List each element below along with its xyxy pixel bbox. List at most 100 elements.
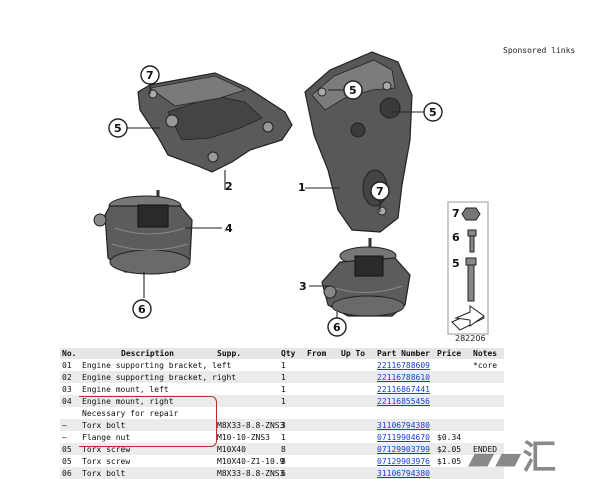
part-number-link[interactable]: 07129903799 (377, 444, 430, 454)
engine-mount-left-illustration (93, 190, 193, 275)
part-number-link[interactable]: 31106794380 (377, 468, 430, 478)
cell-from (305, 371, 339, 383)
cell-no: 01 (62, 360, 72, 370)
parts-diagram: 7 6 5 282206 7 5 5 5 7 6 (93, 51, 489, 343)
cell-upto (339, 371, 375, 383)
callout-5-right[interactable]: 5 (423, 102, 443, 122)
cell-desc: Engine supporting bracket, right (80, 371, 237, 383)
part-label-1[interactable]: 1 (298, 181, 306, 194)
engine-mount-right-illustration (321, 238, 411, 317)
cell-price: $2.05 (435, 443, 471, 455)
legend-number-5: 5 (452, 257, 460, 270)
cell-price (435, 407, 471, 419)
cell-upto (339, 467, 375, 479)
callout-7-right[interactable]: 7 (370, 181, 390, 201)
header-from: From (305, 348, 339, 359)
legend-number-7: 7 (452, 207, 460, 220)
cell-from (305, 431, 339, 443)
part-number-link[interactable]: 22116855456 (377, 396, 430, 406)
part-number-link[interactable]: 31106794380 (377, 420, 430, 430)
cell-upto (339, 359, 375, 371)
cell-supp: M10-10-ZNS3 (217, 432, 270, 442)
cell-part: 22116855456 (375, 395, 435, 407)
svg-text:5: 5 (114, 122, 122, 135)
part-number-link[interactable]: 07119904670 (377, 432, 430, 442)
cell-no: — (60, 419, 80, 431)
cell-part: 22116788610 (375, 371, 435, 383)
cell-notes (471, 467, 504, 479)
cell-upto (339, 383, 375, 395)
cell-notes (471, 371, 504, 383)
svg-text:5: 5 (429, 106, 437, 119)
cell-qty: 8 (281, 456, 286, 466)
cell-from (305, 443, 339, 455)
cell-upto (339, 407, 375, 419)
cell-desc: Torx screw (80, 443, 215, 455)
cell-upto (339, 443, 375, 455)
cell-no: — (62, 432, 67, 442)
cell-part: 31106794380 (375, 419, 435, 431)
cell-notes (471, 407, 504, 419)
cell-upto (339, 431, 375, 443)
cell-notes (471, 383, 504, 395)
parts-table: No. Description Supp. Qty From Up To Par… (60, 348, 504, 479)
part-number-link[interactable]: 22116788610 (377, 372, 430, 382)
callout-5-top-right[interactable]: 5 (343, 80, 363, 100)
cell-from (305, 419, 339, 431)
cell-no: 02 (60, 371, 80, 383)
cell-no: 05 (62, 456, 72, 466)
cell-upto (339, 419, 375, 431)
cell-part: 07129903976 (375, 455, 435, 467)
watermark-logo: ▰▰汇 (468, 438, 558, 478)
part-number-link[interactable]: 22116788609 (377, 360, 430, 370)
cell-qty: 1 (279, 395, 305, 407)
cell-part: 22116867441 (375, 383, 435, 395)
callout-6-left[interactable]: 6 (132, 299, 152, 319)
callout-7-left[interactable]: 7 (140, 65, 160, 85)
cell-no (60, 407, 80, 419)
cell-price: $0.34 (437, 432, 462, 442)
cell-supp: M10X40 (215, 443, 279, 455)
callout-5-left[interactable]: 5 (108, 118, 128, 138)
cell-desc: Torx bolt (80, 419, 215, 431)
callout-6-right[interactable]: 6 (327, 317, 347, 337)
cell-supp (215, 395, 279, 407)
cell-price (435, 383, 471, 395)
cell-qty: 1 (281, 432, 286, 442)
header-no: No. (60, 348, 80, 359)
cell-supp: M8X33-8.8-ZNS3 (215, 419, 285, 431)
cell-price (435, 467, 471, 479)
cell-no: 06 (60, 467, 80, 479)
cell-qty (279, 407, 305, 419)
cell-from (305, 359, 339, 371)
cell-from (305, 455, 339, 467)
cell-supp: M10X40-Z1-10.9 (217, 456, 285, 466)
cell-supp: M8X33-8.8-ZNS3 (215, 467, 285, 479)
part-label-2[interactable]: 2 (225, 180, 233, 193)
part-number-link[interactable]: 07129903976 (377, 456, 430, 466)
cell-from (305, 407, 339, 419)
table-row: Necessary for repair (60, 407, 504, 419)
cell-from (305, 383, 339, 395)
cell-notes: ENDED (471, 443, 504, 455)
cell-desc: Engine supporting bracket, left (82, 360, 232, 370)
header-price: Price (435, 348, 471, 359)
legend-number-6: 6 (452, 231, 460, 244)
svg-text:6: 6 (333, 321, 341, 334)
cell-upto (339, 395, 375, 407)
part-number-link[interactable]: 22116867441 (377, 384, 430, 394)
svg-text:7: 7 (376, 185, 384, 198)
bracket-left-illustration (137, 72, 293, 173)
cell-no: 03 (62, 384, 72, 394)
part-label-3[interactable]: 3 (299, 280, 307, 293)
cell-desc: Torx bolt (80, 467, 215, 479)
part-label-4[interactable]: 4 (225, 222, 233, 235)
svg-text:5: 5 (349, 84, 357, 97)
cell-no: 04 (60, 395, 80, 407)
cell-qty: 1 (279, 371, 305, 383)
